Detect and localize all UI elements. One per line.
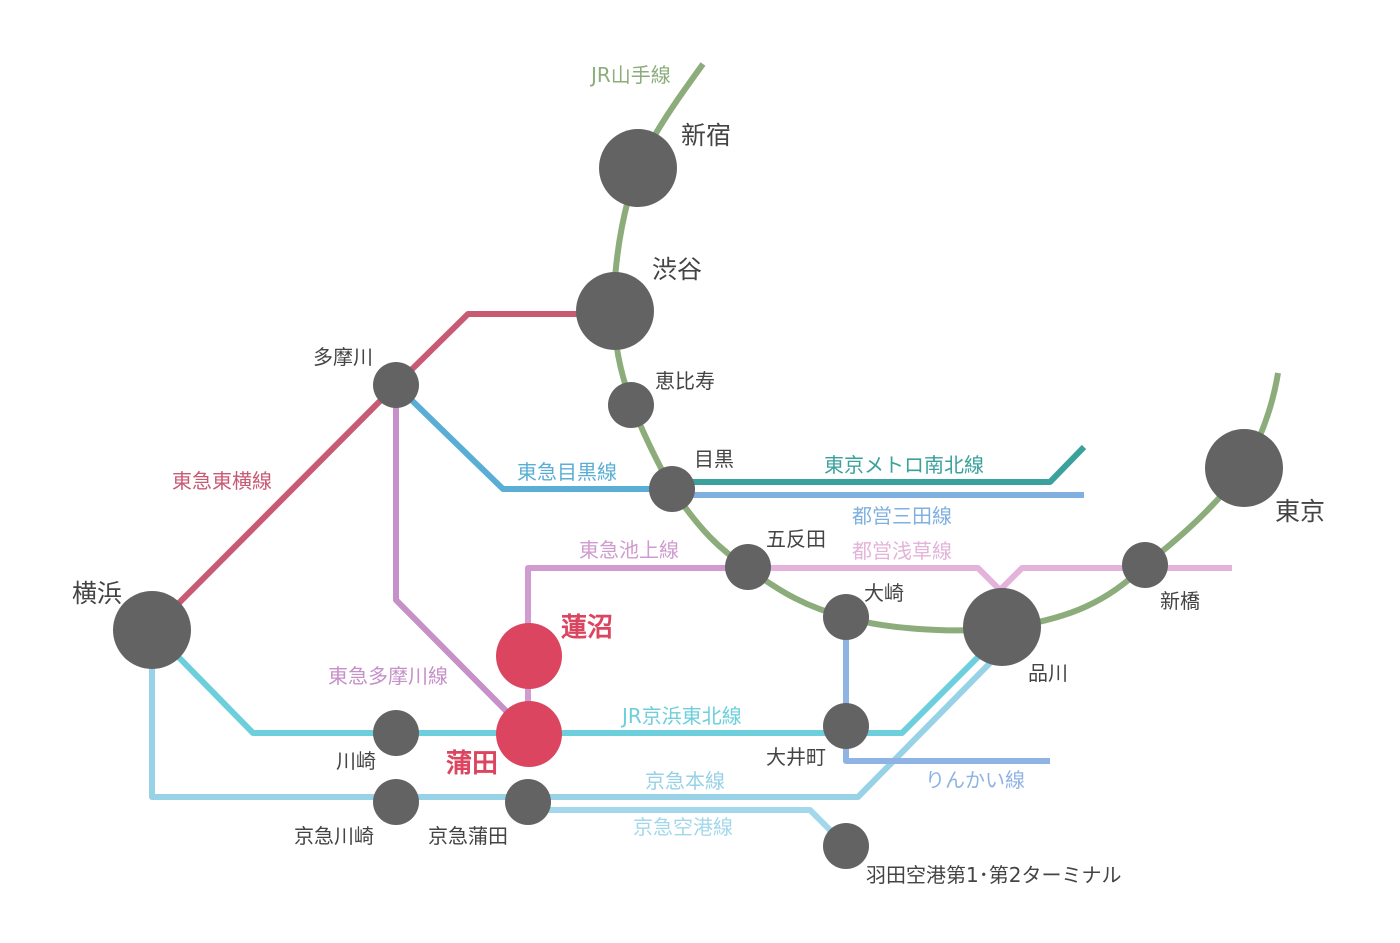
line-rinkai xyxy=(843,617,1050,764)
label-meguro: 目黒 xyxy=(694,447,734,471)
label-osaki: 大崎 xyxy=(864,581,904,605)
station-yokohama[interactable] xyxy=(113,591,191,669)
label-shinjuku: 新宿 xyxy=(681,121,731,150)
label-toei-mita: 都営三田線 xyxy=(852,504,952,528)
label-gotanda: 五反田 xyxy=(766,527,826,551)
label-haneda-airport: 羽田空港第1･第2ターミナル xyxy=(866,863,1121,887)
label-kawasaki: 川崎 xyxy=(336,749,376,773)
line-jr-yamanote xyxy=(610,62,1281,634)
station-meguro[interactable] xyxy=(649,466,695,512)
hasunuma-kamata-link xyxy=(525,680,531,710)
stations xyxy=(113,129,1283,869)
station-shibuya[interactable] xyxy=(576,272,654,350)
station-osaki[interactable] xyxy=(823,594,869,640)
station-shinagawa[interactable] xyxy=(963,588,1041,666)
label-keikyu-kamata: 京急蒲田 xyxy=(428,824,508,848)
station-oimachi[interactable] xyxy=(823,703,869,749)
label-tokyu-tamagawa: 東急多摩川線 xyxy=(328,664,448,688)
label-jr-keihin-tohoku: JR京浜東北線 xyxy=(620,704,742,728)
station-ebisu[interactable] xyxy=(608,382,654,428)
label-tokyu-ikegami: 東急池上線 xyxy=(579,538,679,562)
line-keikyu-main xyxy=(149,630,993,800)
station-labels: 新宿 渋谷 恵比寿 目黒 五反田 大崎 品川 新橋 東京 多摩川 横浜 蓮沼 蒲… xyxy=(72,121,1325,887)
line-tokyu-meguro xyxy=(393,382,672,492)
station-kamata[interactable] xyxy=(496,701,562,767)
label-keikyu-airport: 京急空港線 xyxy=(633,815,733,839)
label-yokohama: 横浜 xyxy=(72,579,122,608)
label-keikyu-main: 京急本線 xyxy=(645,769,725,793)
label-tamagawa: 多摩川 xyxy=(313,345,373,369)
label-shimbashi: 新橋 xyxy=(1160,589,1200,613)
label-jr-yamanote: JR山手線 xyxy=(589,63,671,87)
label-keikyu-kawasaki: 京急川崎 xyxy=(294,824,374,848)
station-kawasaki[interactable] xyxy=(373,710,419,756)
station-gotanda[interactable] xyxy=(725,544,771,590)
line-labels: JR山手線 東急東横線 東急目黒線 東京メトロ南北線 都営三田線 都営浅草線 東… xyxy=(172,63,1025,839)
station-tokyo[interactable] xyxy=(1205,429,1283,507)
line-metro-namboku xyxy=(672,444,1087,485)
label-tokyo: 東京 xyxy=(1275,497,1325,526)
label-tokyu-toyoko: 東急東横線 xyxy=(172,469,272,493)
label-rinkai: りんかい線 xyxy=(925,768,1025,792)
label-hasunuma: 蓮沼 xyxy=(561,613,613,643)
station-haneda-airport[interactable] xyxy=(823,823,869,869)
station-keikyu-kamata[interactable] xyxy=(505,779,551,825)
line-tokyu-tamagawa xyxy=(393,385,531,736)
line-tokyu-toyoko xyxy=(149,311,615,633)
label-shibuya: 渋谷 xyxy=(652,255,702,284)
label-ebisu: 恵比寿 xyxy=(655,369,715,393)
station-shinjuku[interactable] xyxy=(599,129,677,207)
station-keikyu-kawasaki[interactable] xyxy=(373,779,419,825)
label-oimachi: 大井町 xyxy=(766,745,826,769)
line-keihin-tohoku xyxy=(149,627,983,736)
label-tokyu-meguro: 東急目黒線 xyxy=(517,460,617,484)
label-kamata: 蒲田 xyxy=(446,749,498,779)
label-metro-namboku: 東京メトロ南北線 xyxy=(824,453,984,477)
station-hasunuma[interactable] xyxy=(496,623,562,689)
label-shinagawa: 品川 xyxy=(1028,661,1068,685)
station-shimbashi[interactable] xyxy=(1122,542,1168,588)
label-toei-asakusa: 都営浅草線 xyxy=(852,539,952,563)
station-tamagawa[interactable] xyxy=(373,362,419,408)
